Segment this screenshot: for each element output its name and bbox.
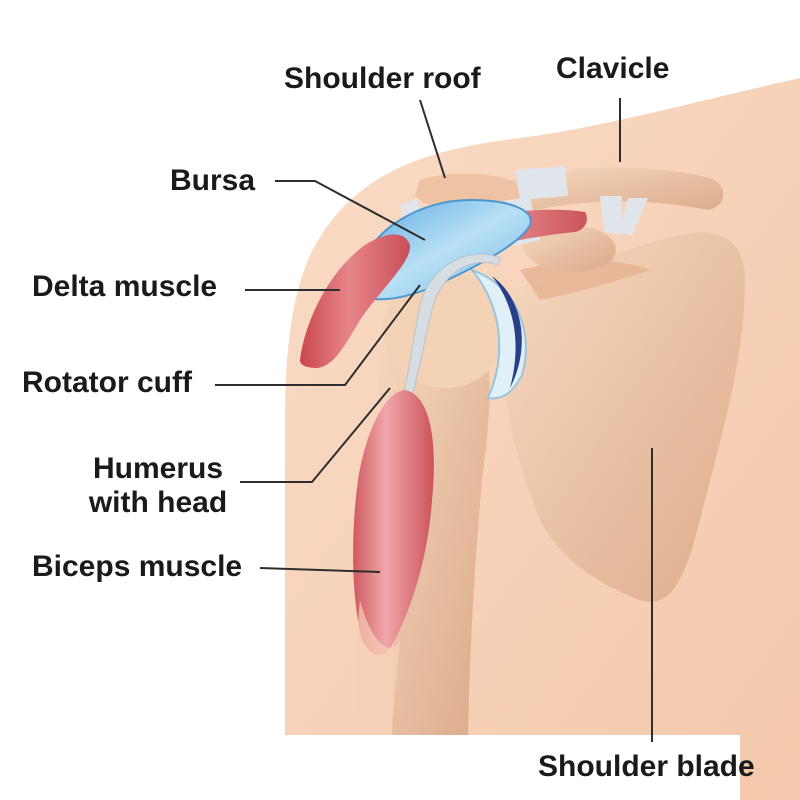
ligament-upper [515,166,568,200]
leader-rotator-cuff [215,284,421,386]
delta-muscle-band [300,234,411,368]
label-biceps-muscle: Biceps muscle [32,550,243,583]
scapula-spine [520,260,650,300]
leader-shoulder-roof [419,99,446,179]
label-bursa: Bursa [170,164,256,197]
coracoid-process [520,225,616,272]
label-humerus: Humerus with head [80,452,236,520]
label-humerus-line1: Humerus [92,452,224,485]
bursa-sac [359,198,532,301]
label-delta-muscle: Delta muscle [32,270,218,303]
ligament-conoid [600,196,622,235]
leader-bursa [275,180,426,241]
leader-lines [215,98,653,742]
label-shoulder-blade: Shoulder blade [538,750,755,783]
label-rotator-cuff: Rotator cuff [22,366,192,399]
biceps-fade [356,600,400,735]
label-humerus-line2: with head [88,486,228,519]
ligament-trapezoid [618,198,648,236]
glenoid-rim [492,276,522,388]
label-shoulder-roof: Shoulder roof [284,62,481,95]
leader-humerus [240,387,391,483]
leader-biceps [259,567,381,573]
scapula-shape [505,232,745,602]
biceps-muscle-belly [353,390,434,655]
label-clavicle: Clavicle [556,52,670,85]
